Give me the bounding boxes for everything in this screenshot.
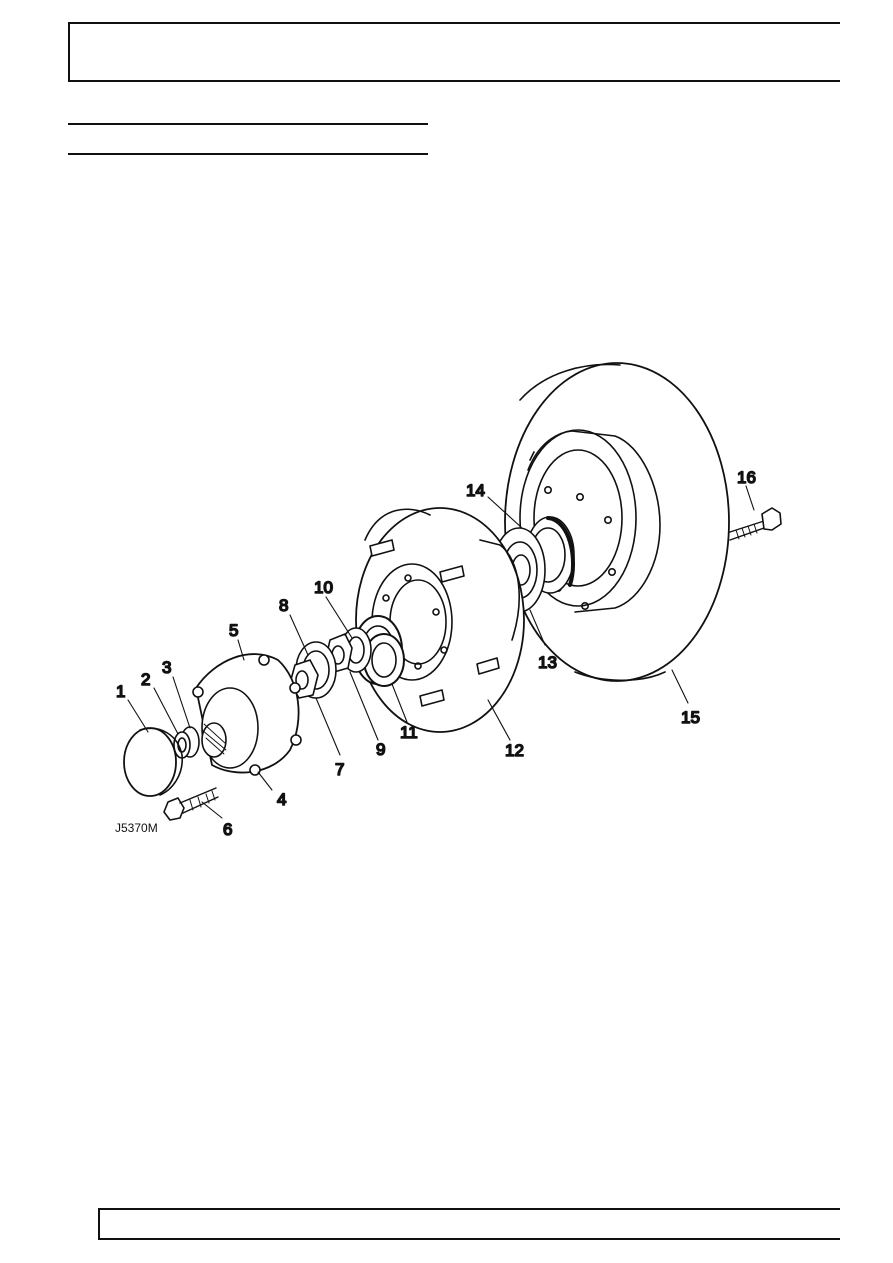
callout-4: 4 <box>277 790 286 809</box>
callout-labels: 1 2 3 4 5 6 7 8 9 10 11 12 13 14 15 16 <box>115 467 757 840</box>
callout-13: 13 <box>538 653 557 672</box>
dust-cap <box>123 727 183 797</box>
callout-16: 16 <box>737 468 756 487</box>
callout-15: 15 <box>681 708 700 727</box>
figure-reference: J5370M <box>115 821 158 835</box>
callout-6: 6 <box>223 820 232 839</box>
heading-rule-top <box>68 123 428 125</box>
callout-3: 3 <box>162 658 171 677</box>
callout-14: 14 <box>466 481 485 500</box>
callout-1: 1 <box>116 682 125 701</box>
drive-member <box>192 653 302 776</box>
page-header-frame <box>68 22 840 82</box>
page-footer-frame <box>98 1208 840 1240</box>
heading-rule-bottom <box>68 153 428 155</box>
callout-8: 8 <box>279 596 288 615</box>
callout-12: 12 <box>505 741 524 760</box>
drive-member-bolt <box>163 787 219 821</box>
callout-10: 10 <box>314 578 333 597</box>
callout-9: 9 <box>376 740 385 759</box>
callout-11: 11 <box>400 723 418 742</box>
disc-bolt <box>729 507 782 541</box>
callout-2: 2 <box>141 670 150 689</box>
callout-leaders <box>127 485 755 819</box>
callout-5: 5 <box>229 621 238 640</box>
callout-7: 7 <box>335 760 344 779</box>
